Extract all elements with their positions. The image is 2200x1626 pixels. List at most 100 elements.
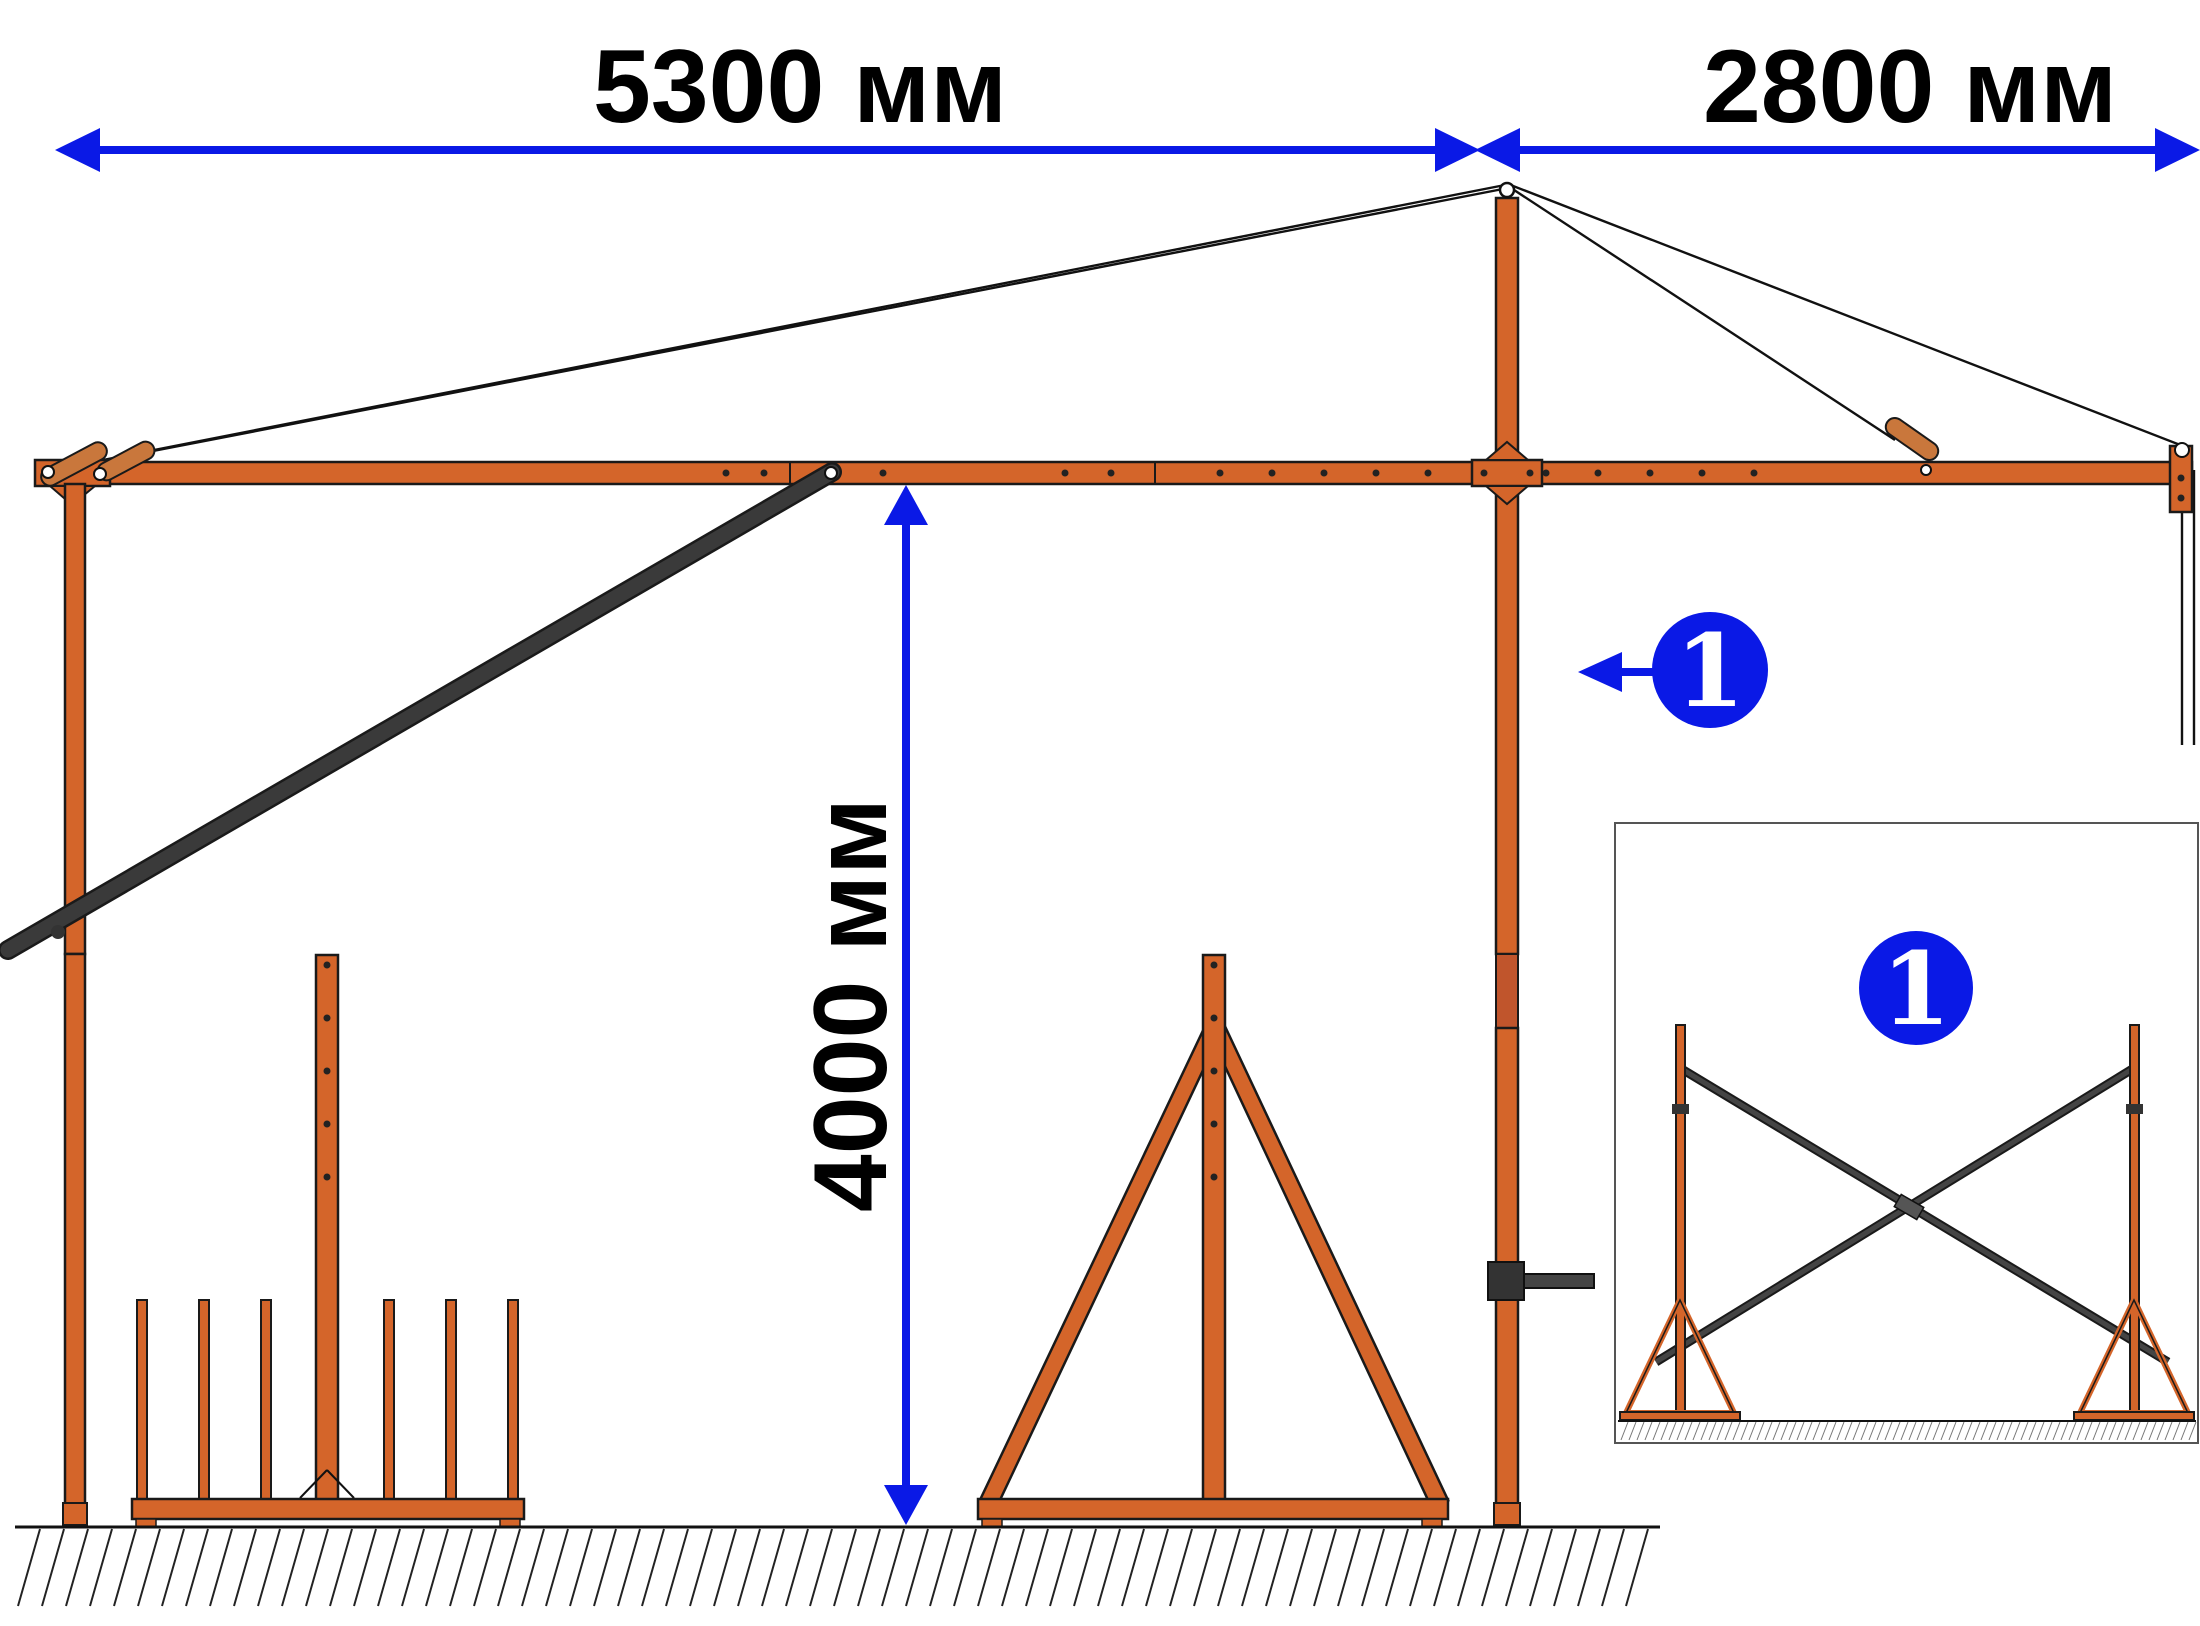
span-left-label: 5300 мм (593, 29, 1007, 145)
inset-hatch-line (2012, 1421, 2021, 1441)
inset-hatch-line (1756, 1421, 1765, 1441)
central-mast (1470, 181, 1595, 1526)
ground-hatch-line (1577, 1528, 1601, 1607)
inset-hatch-line (1996, 1421, 2005, 1441)
ground-hatch-line (1601, 1528, 1625, 1607)
inset-hatch-line (2020, 1421, 2029, 1441)
inset-hatch-line (1724, 1421, 1733, 1441)
inset-hatch-line (1876, 1421, 1885, 1441)
ground-hatch-line (977, 1528, 1001, 1607)
inset-hatch-line (1748, 1421, 1757, 1441)
inset-hatch-line (2004, 1421, 2013, 1441)
ground-hatch-line (65, 1528, 89, 1607)
inset-hatch-line (2052, 1421, 2061, 1441)
inset-hatch-line (2084, 1421, 2093, 1441)
ground-hatch-line (833, 1528, 857, 1607)
a-frame-support (976, 953, 1450, 1528)
ground-hatch-line (377, 1528, 401, 1607)
ground-hatch-line (425, 1528, 449, 1607)
main-beam (38, 460, 2194, 486)
ground-hatch-line (1625, 1528, 1649, 1607)
ground-hatch-line (1121, 1528, 1145, 1607)
inset-hatch-line (2180, 1421, 2189, 1441)
inset-hatch-line (1908, 1421, 1917, 1441)
inset-hatch-line (2188, 1421, 2197, 1441)
ground-hatch-line (1409, 1528, 1433, 1607)
inset-hatch-line (1804, 1421, 1813, 1441)
ground-hatch-line (593, 1528, 617, 1607)
ground-hatch-line (929, 1528, 953, 1607)
ground-hatch-line (881, 1528, 905, 1607)
ground-hatch-line (1001, 1528, 1025, 1607)
inset-hatch-line (2124, 1421, 2133, 1441)
inset-hatch-line (2116, 1421, 2125, 1441)
ground-hatch-line (641, 1528, 665, 1607)
ground-hatch-line (1073, 1528, 1097, 1607)
inset-hatch-line (1676, 1421, 1685, 1441)
ground-hatch-line (689, 1528, 713, 1607)
inset-hatch-line (2028, 1421, 2037, 1441)
inset-hatch-line (1644, 1421, 1653, 1441)
left-head-joint (33, 440, 156, 507)
ground-hatch-line (281, 1528, 305, 1607)
ground-hatch-line (257, 1528, 281, 1607)
inset-hatch-line (1620, 1421, 1629, 1441)
dimension-span-left: 5300 мм (55, 29, 1480, 172)
ground-hatch-line (1529, 1528, 1553, 1607)
inset-hatch-line (1692, 1421, 1701, 1441)
ground-hatch-line (1505, 1528, 1529, 1607)
ground-hatch-line (953, 1528, 977, 1607)
inset-hatch-line (1684, 1421, 1693, 1441)
inset-hatch-line (1796, 1421, 1805, 1441)
inset-hatch-line (2100, 1421, 2109, 1441)
inset-hatch-line (1916, 1421, 1925, 1441)
inset-hatch-line (1988, 1421, 1997, 1441)
inset-hatch-line (1844, 1421, 1853, 1441)
inset-hatch-line (2060, 1421, 2069, 1441)
span-right-label: 2800 мм (1703, 29, 2117, 145)
inset-hatch-line (1836, 1421, 1845, 1441)
inset-hatch-line (2036, 1421, 2045, 1441)
inset-hatch-line (1652, 1421, 1661, 1441)
ground-hatch-line (161, 1528, 185, 1607)
inset-hatch-line (1956, 1421, 1965, 1441)
inset-hatch-line (2172, 1421, 2181, 1441)
diagonal-strut (0, 462, 842, 960)
ground-hatch-line (137, 1528, 161, 1607)
ground-hatch-line (737, 1528, 761, 1607)
ground-hatch-line (1481, 1528, 1505, 1607)
inset-hatch-line (2044, 1421, 2053, 1441)
ground-hatch-line (857, 1528, 881, 1607)
ground-hatch-line (209, 1528, 233, 1607)
inset-hatch-line (1708, 1421, 1717, 1441)
inset-hatch-line (1716, 1421, 1725, 1441)
ground-hatch-line (1217, 1528, 1241, 1607)
ground-hatch-line (713, 1528, 737, 1607)
inset-hatch-line (1668, 1421, 1677, 1441)
ground-hatch-line (1097, 1528, 1121, 1607)
ground-hatch-line (1241, 1528, 1265, 1607)
ground-hatch-line (1145, 1528, 1169, 1607)
ground-hatch-line (89, 1528, 113, 1607)
left-column (62, 482, 88, 1526)
ground-hatch-line (185, 1528, 209, 1607)
ground-hatch-line (233, 1528, 257, 1607)
inset-hatch-line (1660, 1421, 1669, 1441)
inset-hatch-line (1820, 1421, 1829, 1441)
inset-hatch-line (2140, 1421, 2149, 1441)
ground-hatch-line (905, 1528, 929, 1607)
ground-hatch-line (17, 1528, 41, 1607)
inset-hatch-line (1852, 1421, 1861, 1441)
ground-hatch-line (569, 1528, 593, 1607)
inset-hatch-line (2092, 1421, 2101, 1441)
inset-hatch-line (1924, 1421, 1933, 1441)
ground-hatch-line (1049, 1528, 1073, 1607)
height-label: 4000 мм (793, 798, 909, 1212)
inset-hatch-line (1892, 1421, 1901, 1441)
ground-hatch-line (809, 1528, 833, 1607)
ground-hatch-line (1385, 1528, 1409, 1607)
right-beam-end (1884, 416, 2194, 514)
inset-hatch-line (2068, 1421, 2077, 1441)
inset-hatch-line (1764, 1421, 1773, 1441)
